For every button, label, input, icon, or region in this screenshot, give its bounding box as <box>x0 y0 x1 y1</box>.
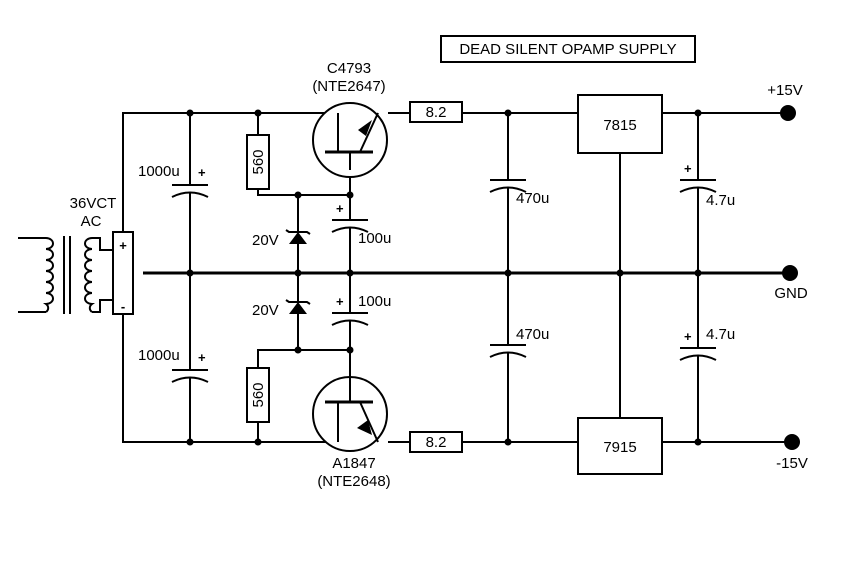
capacitor-base-top: + 100u <box>331 201 391 247</box>
capacitor-filter-bottom: + 1000u <box>138 347 209 383</box>
transistor-bottom-alt: (NTE2648) <box>317 473 390 490</box>
resistor-label-bias-bottom: 560 <box>250 382 267 407</box>
cap-label-mid-bottom: 470u <box>516 326 549 343</box>
cap-label-base-top: 100u <box>358 230 391 247</box>
polarity-plus: + <box>198 165 206 180</box>
polarity-plus: + <box>336 201 344 216</box>
transistor-npn-top: C4793 (NTE2647) <box>312 60 388 178</box>
resistor-bias-top: 560 <box>246 134 270 190</box>
resistor-series-top: 8.2 <box>409 101 463 123</box>
transistor-top-alt: (NTE2647) <box>312 78 385 95</box>
resistor-label-series-bottom: 8.2 <box>426 434 447 451</box>
output-ground-label: GND <box>774 285 808 302</box>
transistor-bottom-part: A1847 <box>332 455 375 472</box>
regulator-negative-label: 7915 <box>603 439 636 456</box>
zener-label-top: 20V <box>252 232 279 249</box>
polarity-plus: + <box>684 329 692 344</box>
cap-label-out-top: 4.7u <box>706 192 735 209</box>
capacitor-out-bottom: + 4.7u <box>679 326 735 361</box>
polarity-plus: + <box>684 161 692 176</box>
bridge-plus-label: + <box>119 238 127 253</box>
transistor-pnp-bottom: A1847 (NTE2648) <box>312 375 391 490</box>
output-positive-label: +15V <box>767 82 802 99</box>
polarity-plus: + <box>198 350 206 365</box>
capacitor-filter-top: + 1000u <box>138 163 209 198</box>
capacitor-base-bottom: + 100u <box>331 293 391 326</box>
transistor-top-part: C4793 <box>327 60 371 77</box>
cap-label-base-bottom: 100u <box>358 293 391 310</box>
wiring <box>122 112 786 443</box>
terminal-positive: +15V <box>767 82 803 121</box>
regulator-positive: 7815 <box>577 94 663 154</box>
zener-label-bottom: 20V <box>252 302 279 319</box>
cap-label-mid-top: 470u <box>516 190 549 207</box>
zener-diode-bottom: 20V <box>252 299 311 319</box>
cap-label-filter-top: 1000u <box>138 163 180 180</box>
transformer-ac-label: AC <box>81 213 102 230</box>
zener-diode-top: 20V <box>252 229 311 249</box>
polarity-plus: + <box>336 294 344 309</box>
capacitor-out-top: + 4.7u <box>679 161 735 209</box>
regulator-positive-label: 7815 <box>603 117 636 134</box>
resistor-series-bottom: 8.2 <box>409 431 463 453</box>
bridge-rectifier: + - <box>112 231 134 315</box>
cap-label-out-bottom: 4.7u <box>706 326 735 343</box>
resistor-label-series-top: 8.2 <box>426 104 447 121</box>
terminal-ground: GND <box>774 265 808 302</box>
resistor-label-bias-top: 560 <box>250 149 267 174</box>
cap-label-filter-bottom: 1000u <box>138 347 180 364</box>
output-negative-label: -15V <box>776 455 808 472</box>
bridge-minus-label: - <box>121 299 125 314</box>
regulator-negative: 7915 <box>577 417 663 475</box>
capacitor-mid-bottom: 470u <box>489 326 549 358</box>
resistor-bias-bottom: 560 <box>246 367 270 423</box>
capacitor-mid-top: 470u <box>489 179 549 207</box>
transformer-icon: 36VCT AC <box>18 195 116 314</box>
title-box: DEAD SILENT OPAMP SUPPLY <box>440 35 696 63</box>
title-text: DEAD SILENT OPAMP SUPPLY <box>459 41 676 58</box>
transformer-voltage-label: 36VCT <box>70 195 117 212</box>
junction-dots <box>186 109 702 446</box>
terminal-negative: -15V <box>776 434 808 472</box>
